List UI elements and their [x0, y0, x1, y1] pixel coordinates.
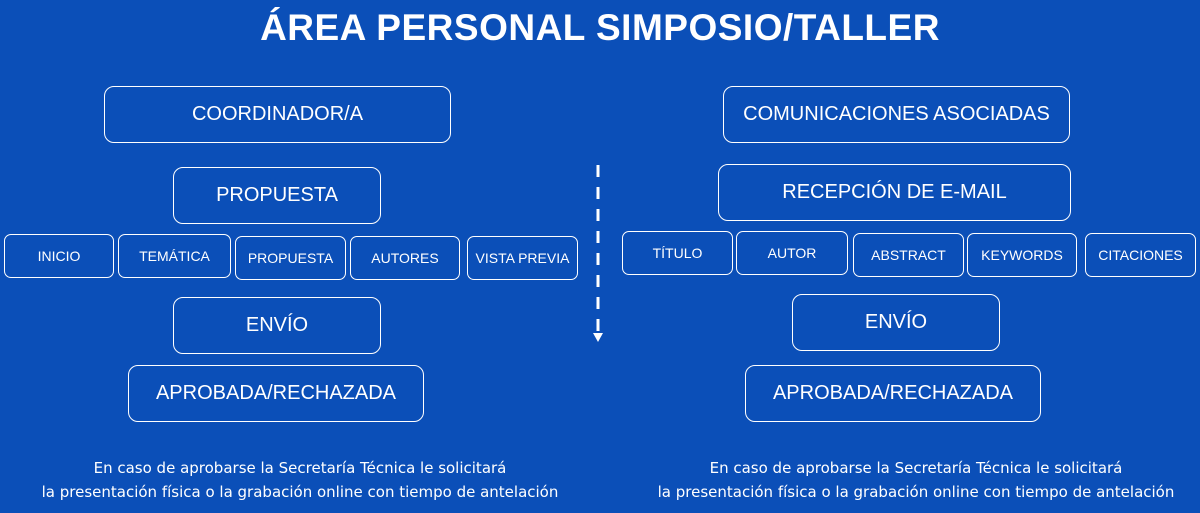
tab-autores: AUTORES [350, 236, 460, 280]
tab-tematica: TEMÁTICA [118, 234, 231, 278]
aprobada-rechazada-box-left: APROBADA/RECHAZADA [128, 365, 424, 422]
footer-line-2: la presentación física o la grabación on… [41, 483, 559, 501]
envio-box-left: ENVÍO [173, 297, 381, 354]
tab-autor: AUTOR [736, 231, 848, 275]
footer-note-left: En caso de aprobarse la Secretaría Técni… [0, 456, 600, 504]
comunicaciones-asociadas-box: COMUNICACIONES ASOCIADAS [723, 86, 1070, 143]
envio-box-right: ENVÍO [792, 294, 1000, 351]
tab-vista-previa: VISTA PREVIA [467, 236, 578, 280]
footer-line-1: En caso de aprobarse la Secretaría Técni… [709, 459, 1123, 477]
tab-citaciones: CITACIONES [1085, 233, 1196, 277]
propuesta-step-box: PROPUESTA [173, 167, 381, 224]
dashed-arrow-divider [593, 165, 603, 342]
tab-keywords: KEYWORDS [967, 233, 1077, 277]
footer-note-right: En caso de aprobarse la Secretaría Técni… [616, 456, 1200, 504]
tab-inicio: INICIO [4, 234, 114, 278]
tab-abstract: ABSTRACT [853, 233, 964, 277]
tab-titulo: TÍTULO [622, 231, 733, 275]
footer-line-2: la presentación física o la grabación on… [657, 483, 1175, 501]
footer-line-1: En caso de aprobarse la Secretaría Técni… [93, 459, 507, 477]
recepcion-email-box: RECEPCIÓN DE E-MAIL [718, 164, 1071, 221]
tab-propuesta: PROPUESTA [235, 236, 346, 280]
aprobada-rechazada-box-right: APROBADA/RECHAZADA [745, 365, 1041, 422]
page-title: ÁREA PERSONAL SIMPOSIO/TALLER [260, 7, 940, 48]
coordinador-box: COORDINADOR/A [104, 86, 451, 143]
